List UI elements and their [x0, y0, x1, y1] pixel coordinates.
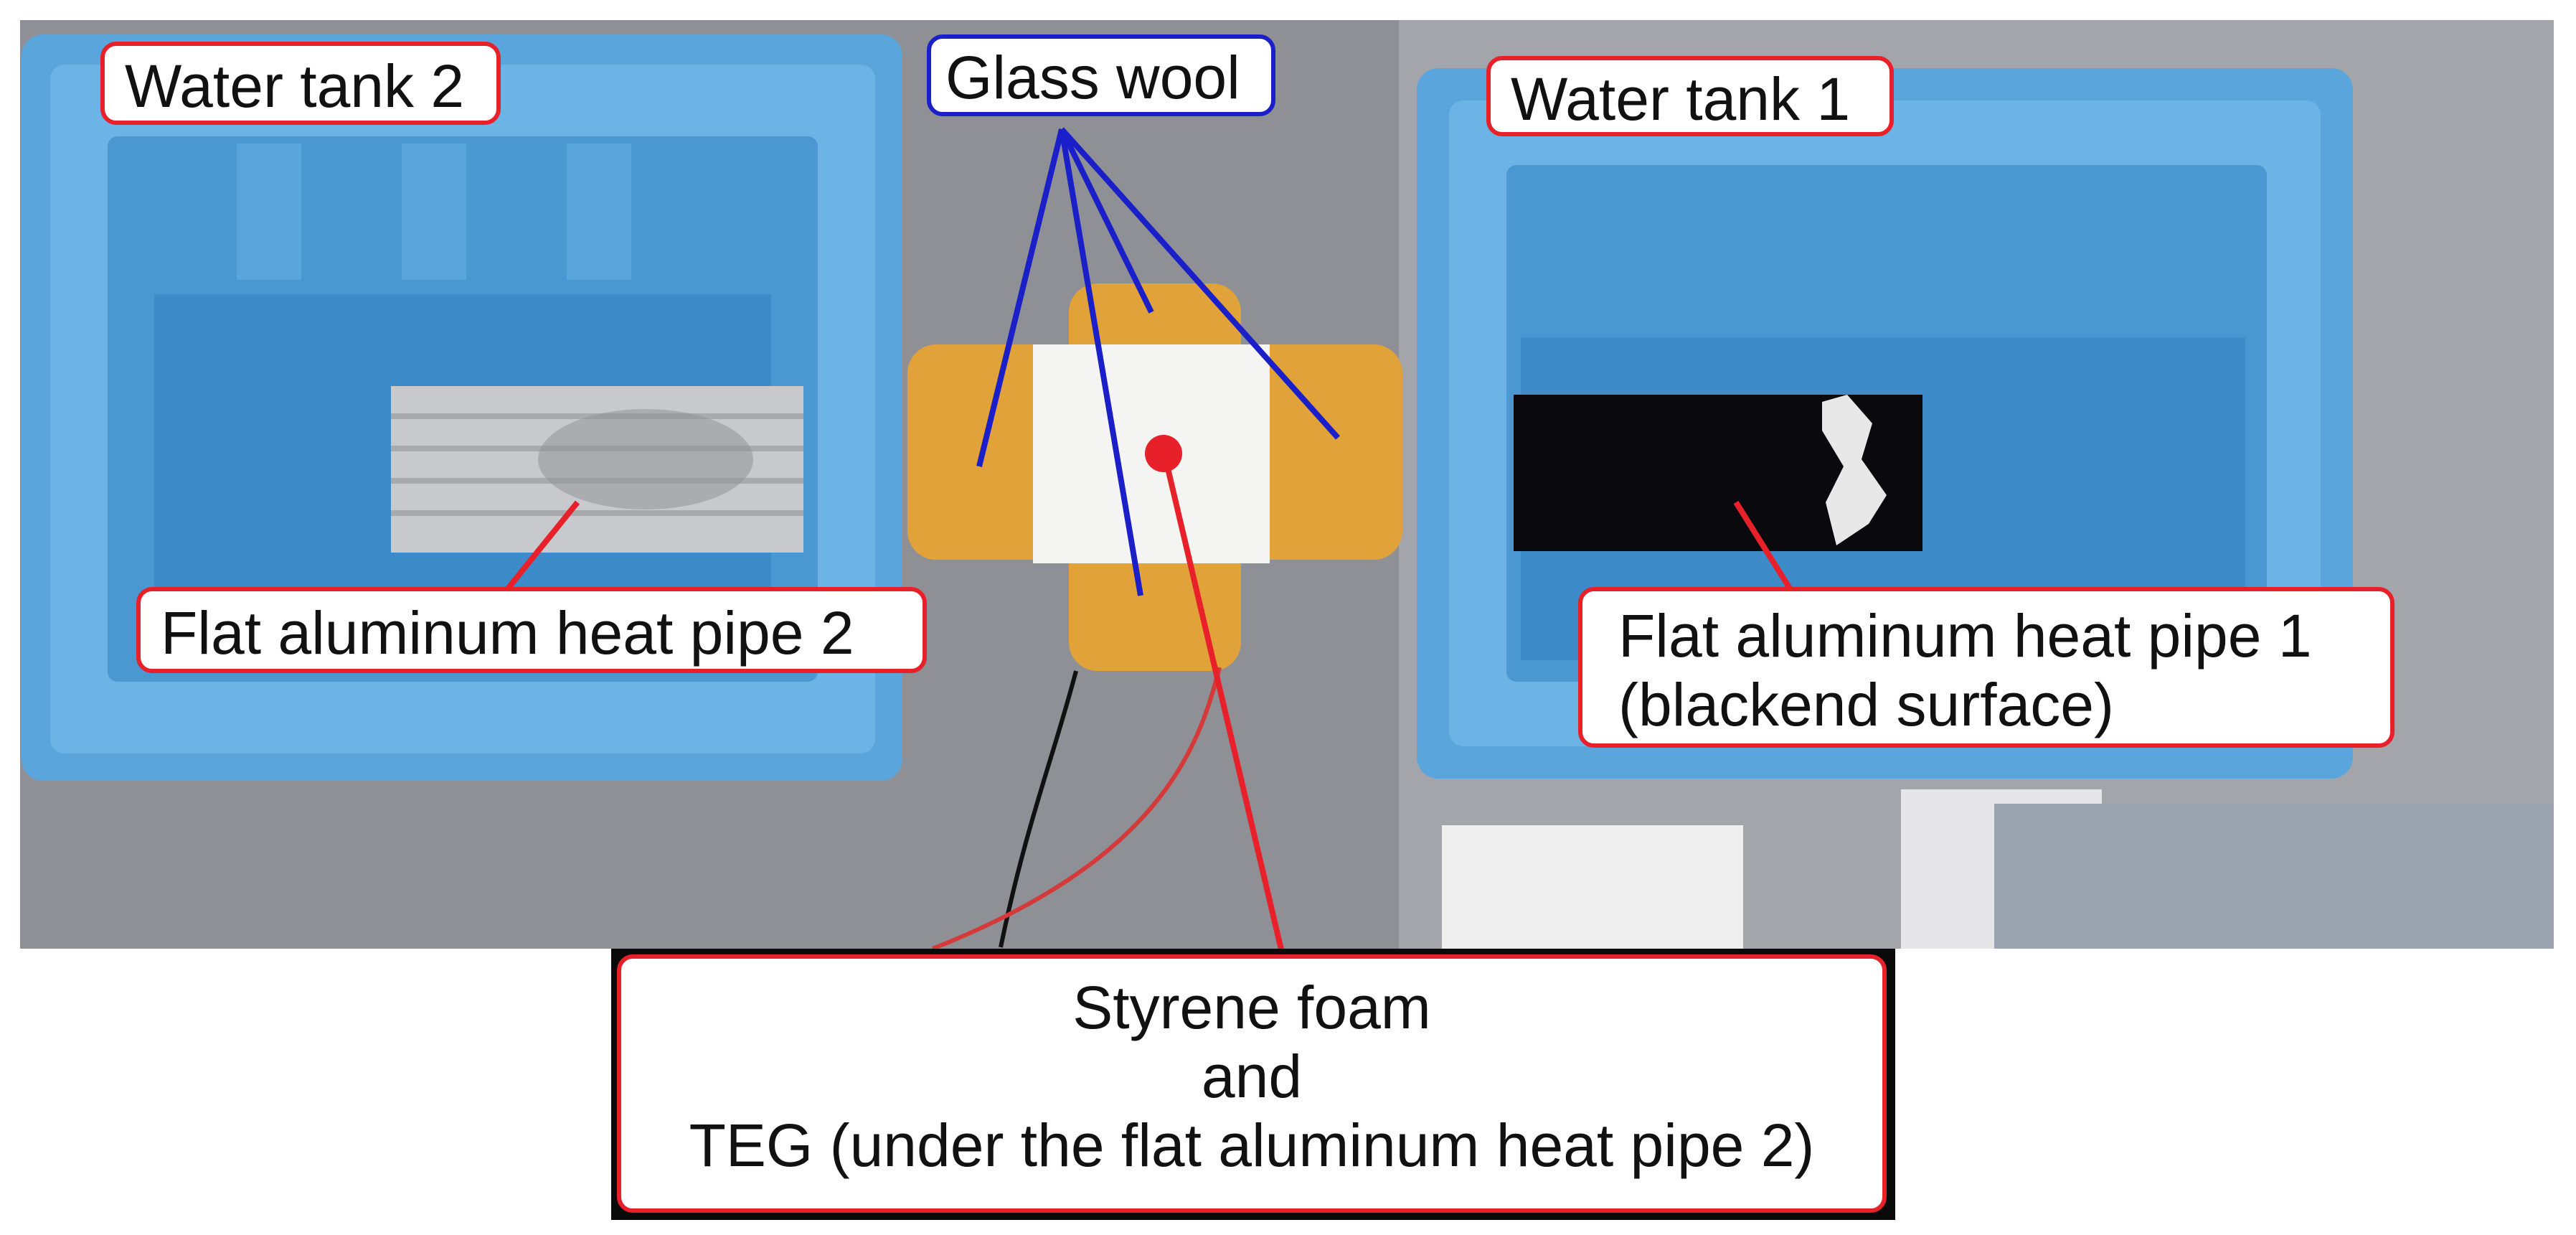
- foam-block: [1442, 825, 1743, 949]
- red-pointer-lines: [499, 459, 1796, 962]
- label-styrene-foam-teg: Styrene foam and TEG (under the flat alu…: [617, 954, 1887, 1213]
- black-wire: [999, 670, 1078, 948]
- red-wire: [931, 667, 1222, 951]
- glass-wool-pointer-lines: [976, 127, 1340, 596]
- teg-assembly: [907, 283, 1402, 671]
- label-heat-pipe-2: Flat aluminum heat pipe 2: [136, 587, 927, 673]
- gray-panel: [1994, 804, 2554, 949]
- teg-marker-dot: [1145, 435, 1182, 472]
- label-heat-pipe-1: Flat aluminum heat pipe 1 (blackend surf…: [1578, 587, 2395, 748]
- heat-pipe-2: [391, 386, 803, 553]
- label-glass-wool: Glass wool: [927, 34, 1275, 116]
- label-water-tank-1: Water tank 1: [1486, 56, 1894, 136]
- label-water-tank-2: Water tank 2: [100, 42, 501, 125]
- heat-pipe-1: [1514, 395, 1922, 551]
